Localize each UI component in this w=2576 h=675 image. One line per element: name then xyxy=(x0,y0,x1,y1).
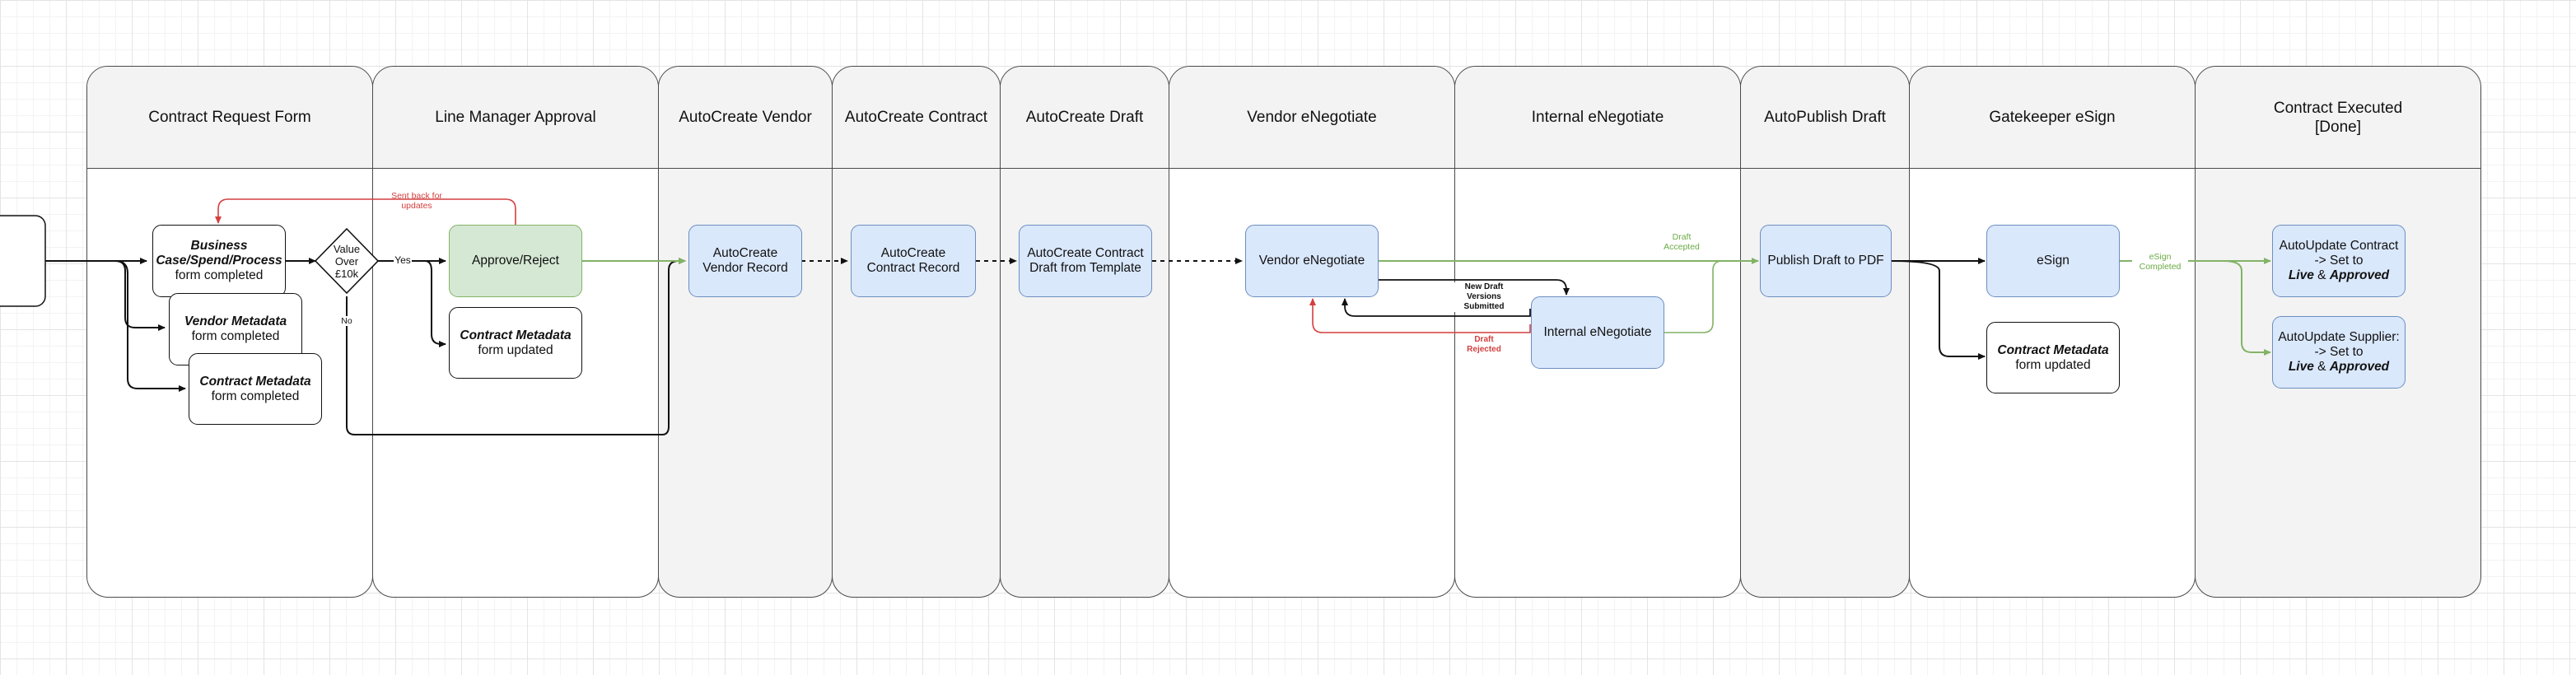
lane-title: Vendor eNegotiate xyxy=(1169,67,1454,169)
value-diamond xyxy=(314,227,380,295)
business-case-form-node: Business Case/Spend/Process form complet… xyxy=(152,225,286,297)
node-text: Vendor eNegotiate xyxy=(1258,254,1365,268)
edge-internal-to-publish xyxy=(1664,260,1758,333)
node-text: Approve/Reject xyxy=(472,254,559,268)
node-text: form updated xyxy=(2015,357,2091,372)
value-diamond-label: Value Over £10k xyxy=(333,243,361,280)
node-bold-text: Contract Metadata xyxy=(1997,342,2109,357)
label-draft-accepted: Draft Accepted xyxy=(1664,232,1700,252)
vendor-enegotiate-node: Vendor eNegotiate xyxy=(1245,225,1379,297)
node-bold-text: Contract Metadata xyxy=(460,328,572,342)
node-bold-text: Live xyxy=(2288,268,2314,282)
lane-title: AutoPublish Draft xyxy=(1741,67,1909,169)
autocreate-vendor-record-node: AutoCreate Vendor Record xyxy=(688,225,802,297)
approve-reject-node: Approve/Reject xyxy=(449,225,582,297)
node-text: AutoCreate Contract Record xyxy=(866,246,960,275)
node-bold-text: Approved xyxy=(2329,268,2390,282)
node-text: form completed xyxy=(175,268,264,282)
edge-start-to-contract-metadata xyxy=(114,260,186,392)
node-text: & xyxy=(2313,268,2330,282)
node-text: AutoUpdate Contract -> Set to xyxy=(2279,239,2399,268)
lane-autopublish-draft: AutoPublish Draft xyxy=(1740,66,1910,598)
node-text: AutoUpdate Supplier: -> Set to xyxy=(2278,330,2400,359)
edge-publish-to-metadata xyxy=(1890,260,1986,360)
node-text: & xyxy=(2313,360,2330,374)
label-esign-completed: eSign Completed xyxy=(2132,252,2188,272)
lane-title: AutoCreate Draft xyxy=(1001,67,1169,169)
node-text: AutoCreate Vendor Record xyxy=(702,246,788,275)
edge-internal-back-to-vendor xyxy=(1342,298,1531,317)
node-text: Publish Draft to PDF xyxy=(1767,254,1884,268)
edge-new-draft-versions xyxy=(1378,279,1570,296)
node-bold-text: Live xyxy=(2288,360,2314,374)
node-text: form updated xyxy=(478,342,553,357)
contract-metadata-esign-node: Contract Metadata form updated xyxy=(1986,322,2120,393)
edge-draft-rejected xyxy=(1309,298,1531,333)
edge-sent-back xyxy=(215,198,516,225)
lane-title: Gatekeeper eSign xyxy=(1910,67,2195,169)
node-text: AutoCreate Contract Draft from Template xyxy=(1027,246,1144,275)
node-bold-text: Approved xyxy=(2329,360,2390,374)
contract-metadata-updated-node: Contract Metadata form updated xyxy=(449,307,582,379)
label-new-draft-versions: New Draft Versions Submitted xyxy=(1454,282,1514,312)
lane-line-manager-approval: Line Manager Approval xyxy=(372,66,659,598)
internal-enegotiate-node: Internal eNegotiate xyxy=(1531,296,1664,369)
node-bold-text: Vendor Metadata xyxy=(184,314,287,328)
lane-autocreate-vendor: AutoCreate Vendor xyxy=(658,66,833,598)
lane-autocreate-contract: AutoCreate Contract xyxy=(832,66,1001,598)
node-text: eSign xyxy=(2037,254,2070,268)
node-text: Internal eNegotiate xyxy=(1543,325,1652,339)
lane-title: Contract Request Form xyxy=(87,67,372,169)
node-text: form completed xyxy=(211,389,300,403)
lane-vendor-enegotiate: Vendor eNegotiate xyxy=(1169,66,1455,598)
lane-title: AutoCreate Vendor xyxy=(659,67,832,169)
edge-yes-to-metadata xyxy=(424,260,446,347)
node-bold-text: Contract Metadata xyxy=(199,374,311,389)
lane-contract-request-form: Contract Request Form xyxy=(86,66,373,598)
lane-autocreate-draft: AutoCreate Draft xyxy=(1000,66,1169,598)
label-sent-back: Sent back for updates xyxy=(391,191,442,211)
edge-no-to-vendor-record xyxy=(346,258,686,435)
label-draft-rejected: Draft Rejected xyxy=(1467,335,1501,354)
autocreate-contract-record-node: AutoCreate Contract Record xyxy=(851,225,976,297)
lane-title: Internal eNegotiate xyxy=(1455,67,1740,169)
autocreate-contract-draft-node: AutoCreate Contract Draft from Template xyxy=(1019,225,1152,297)
lane-title: AutoCreate Contract xyxy=(833,67,1000,169)
label-no: No xyxy=(339,316,354,326)
contract-metadata-form-node: Contract Metadata form completed xyxy=(189,353,322,425)
node-text: form completed xyxy=(191,329,280,343)
label-yes: Yes xyxy=(394,254,412,266)
lane-title: Line Manager Approval xyxy=(373,67,658,169)
start-node xyxy=(0,215,46,307)
edge-esign-to-update-supplier xyxy=(2223,260,2271,356)
node-bold-text: Business Case/Spend/Process xyxy=(156,239,282,268)
esign-node: eSign xyxy=(1986,225,2120,297)
publish-draft-node: Publish Draft to PDF xyxy=(1760,225,1892,297)
lane-title: Contract Executed [Done] xyxy=(2196,67,2480,169)
